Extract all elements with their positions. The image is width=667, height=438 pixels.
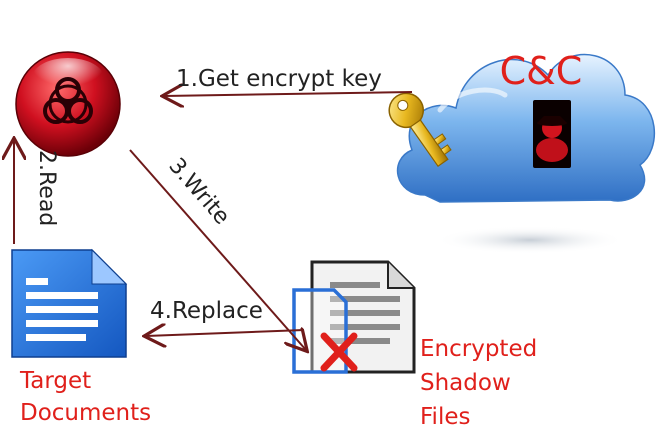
arrow-get-key [164, 92, 413, 96]
target-label-line1: Target [19, 368, 91, 394]
target-document-node: Target Documents [11, 248, 151, 426]
cloud-icon [396, 53, 656, 203]
arrow-write [129, 149, 306, 350]
edge-label-read: 2.Read [34, 150, 59, 226]
target-label-line2: Documents [20, 400, 151, 426]
shadow-files-node: Encrypted Shadow Files [292, 260, 537, 430]
shadow-label-line3: Files [420, 404, 470, 430]
biohazard-icon [15, 51, 121, 157]
malware-node [15, 51, 121, 157]
document-icon [11, 248, 128, 358]
edge-label-write: 3.Write [163, 154, 234, 230]
shadow-label-line2: Shadow [420, 370, 511, 396]
key-icon [388, 92, 452, 168]
arrow-replace [146, 330, 305, 336]
edge-label-get-key: 1.Get encrypt key [176, 66, 382, 92]
red-x-icon [320, 332, 358, 372]
document-stack-icon [292, 260, 416, 374]
cnc-label: C&C [500, 49, 583, 93]
arrows [14, 92, 413, 350]
shadow-label-line1: Encrypted [420, 336, 537, 362]
edge-label-replace: 4.Replace [150, 298, 263, 324]
cnc-cloud: C&C [396, 49, 656, 254]
hacker-icon [533, 100, 571, 168]
